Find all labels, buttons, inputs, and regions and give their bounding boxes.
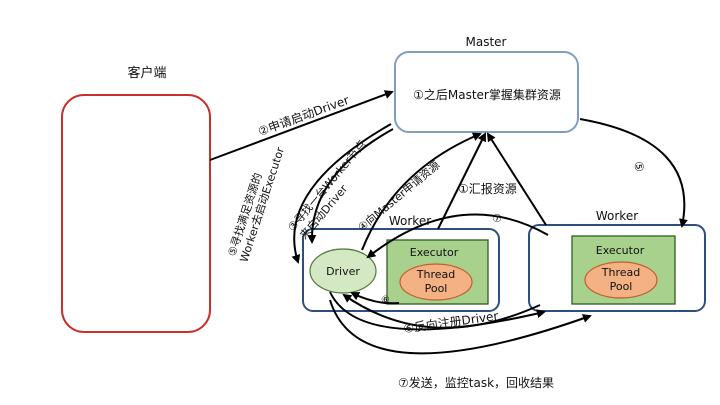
arrow-step5-right xyxy=(579,118,688,228)
arrow-step2 xyxy=(209,90,394,161)
thread-pool-left-line2: Pool xyxy=(425,282,448,295)
arrow-step3 xyxy=(307,128,394,244)
edge-label-step2: ②申请启动Driver xyxy=(256,93,351,139)
thread-pool-right-border xyxy=(584,261,658,299)
master-label: Master xyxy=(466,35,507,49)
master-box xyxy=(394,51,579,133)
edge-label-step6: ⑥反向注册Driver xyxy=(402,308,499,336)
worker-right-label: Worker xyxy=(596,209,638,223)
driver-label: Driver xyxy=(326,265,360,278)
arrow-step4 xyxy=(361,132,482,251)
driver-node xyxy=(310,249,376,293)
edge-label-step6-small: ⑥ xyxy=(381,295,390,306)
client-box xyxy=(61,94,211,333)
arrow-step6-small xyxy=(350,292,400,305)
thread-pool-left xyxy=(400,264,472,300)
arrow-step1-left xyxy=(437,132,486,230)
edge-label-step3-line1: ③寻找一台Worker节点 xyxy=(285,137,369,234)
thread-pool-left-border xyxy=(399,263,473,301)
arrow-step7-bottom xyxy=(329,299,592,355)
arrow-step1-right xyxy=(486,132,547,226)
driver-node-border xyxy=(309,248,377,294)
edge-label-step5-right: ⑤ xyxy=(631,160,647,173)
client-label: 客户端 xyxy=(127,65,166,81)
thread-pool-right-line1: Thread xyxy=(601,266,640,279)
arrow-step5-left xyxy=(291,123,392,264)
master-box-text: ①之后Master掌握集群资源 xyxy=(413,87,561,102)
arrow-step7-right xyxy=(329,291,546,331)
thread-pool-right-line2: Pool xyxy=(610,280,633,293)
edge-label-step7: ⑦发送，监控task，回收结果 xyxy=(398,375,554,390)
edge-label-step7-small: ⑦ xyxy=(492,212,502,225)
executor-right-border xyxy=(571,235,676,305)
arrows xyxy=(209,90,688,355)
executor-right-label: Executor xyxy=(596,244,645,257)
worker-left-label: Worker xyxy=(389,214,431,228)
arrow-step7-small xyxy=(366,213,549,259)
arrow-step6-right xyxy=(342,293,541,329)
thread-pool-right xyxy=(585,262,657,298)
thread-pool-left-line1: Thread xyxy=(416,268,455,281)
edge-label-step1: ①汇报资源 xyxy=(458,181,517,196)
executor-left-border xyxy=(386,239,489,305)
executor-left-label: Executor xyxy=(410,246,459,259)
